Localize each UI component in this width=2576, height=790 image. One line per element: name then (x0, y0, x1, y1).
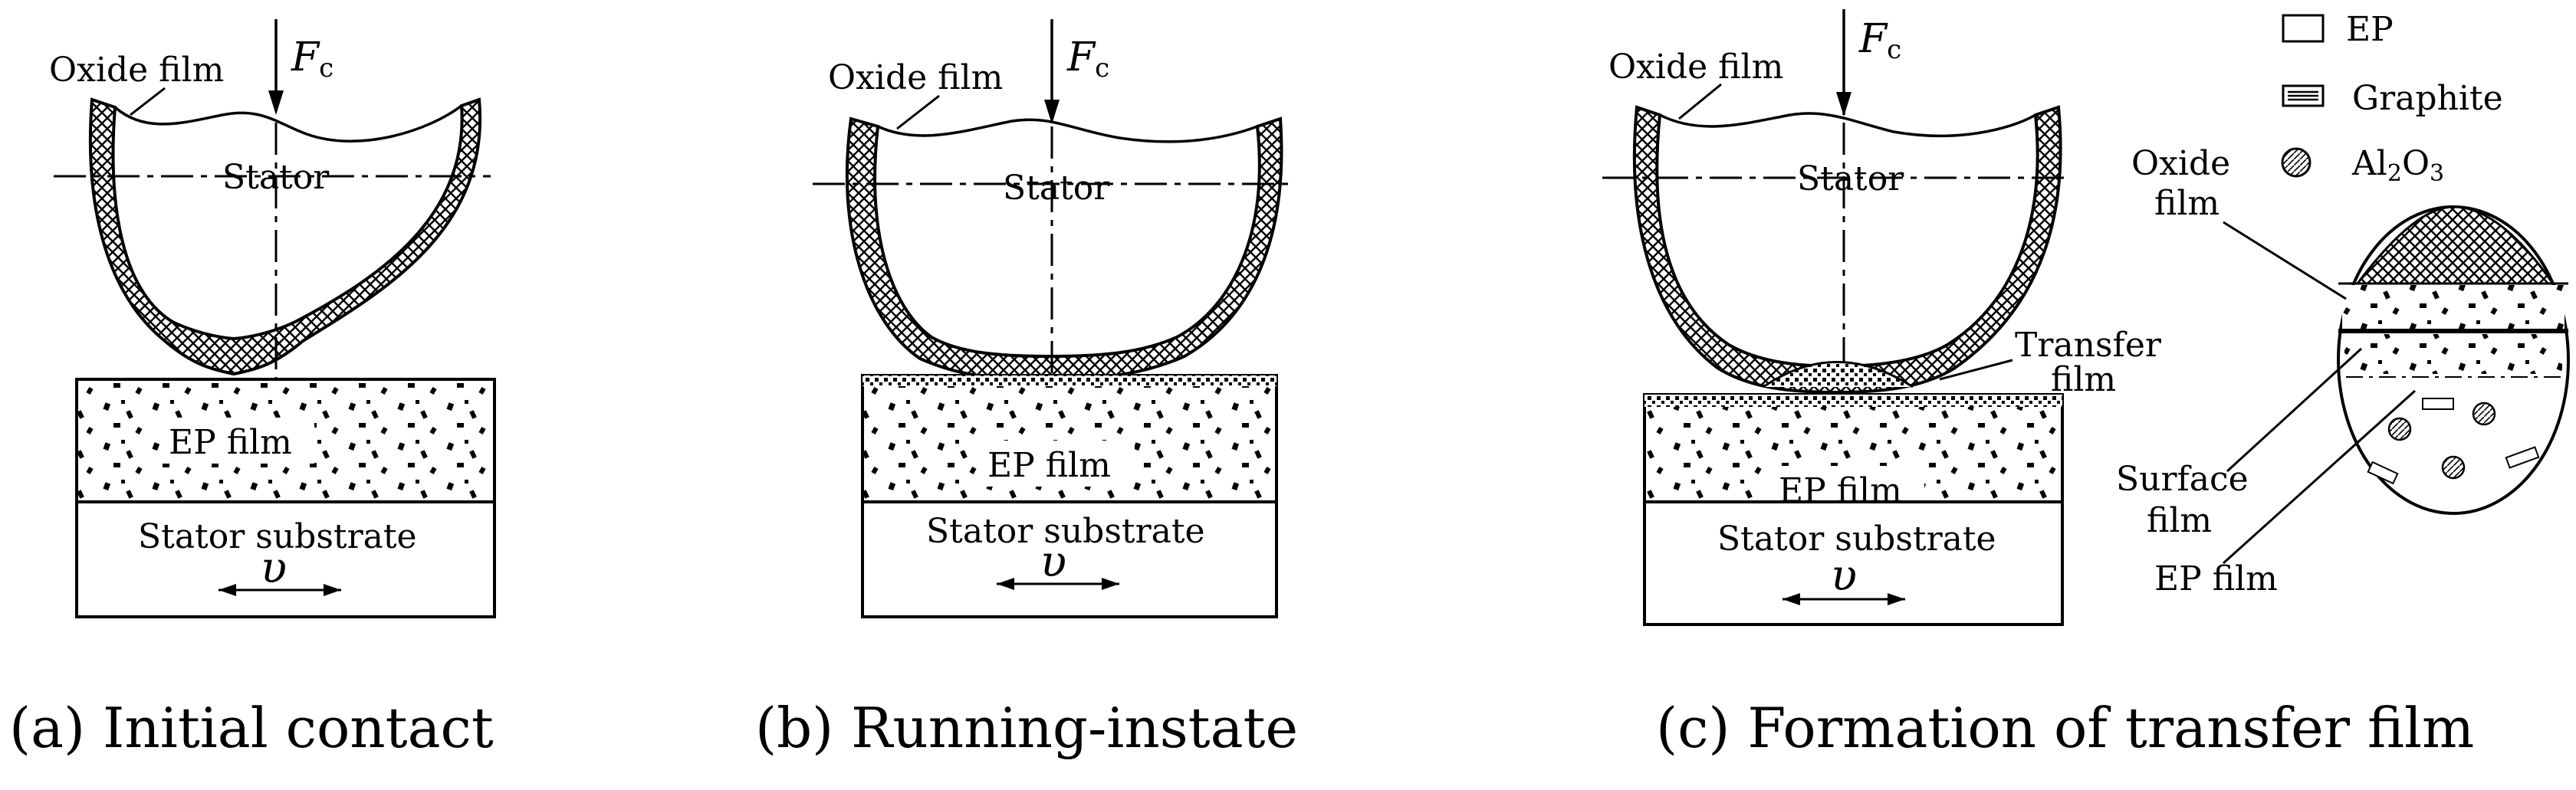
detail-oxide-label-line2: film (2154, 184, 2220, 223)
substrate-label: Stator substrate (138, 517, 417, 556)
transfer-label-line2: film (2051, 360, 2116, 399)
force-label: Fc (1066, 34, 1109, 84)
velocity-label: υ (261, 543, 287, 593)
stator-substrate (861, 500, 1278, 618)
detail-oxide-label-line1: Oxide (2131, 144, 2230, 183)
substrate-label: Stator substrate (1717, 520, 1996, 559)
transfer-film-contact (1763, 361, 1914, 388)
detail-mixed-layer (2344, 334, 2562, 374)
stator-label: Stator (222, 158, 330, 197)
force-arrowhead (1836, 92, 1852, 116)
legend: EP Graphite Al2O3 (2281, 10, 2503, 187)
substrate-label: Stator substrate (926, 512, 1205, 551)
stator-substrate (75, 500, 496, 618)
force-label: Fc (1858, 16, 1901, 65)
stator-top-edge (1659, 112, 2036, 138)
oxide-film-shell (1632, 105, 2062, 395)
stator-label: Stator (1797, 159, 1904, 198)
force-arrowhead (1044, 100, 1060, 124)
legend-label-ep: EP (2346, 10, 2394, 49)
legend-label-al2o3: Al2O3 (2351, 144, 2444, 187)
caption-b: (b) Running-instate (755, 696, 1298, 760)
panel-a: Fc Oxide film Stator EP film Stator subs… (9, 19, 496, 760)
stator-top-edge (877, 118, 1258, 143)
ep-film-label: EP film (987, 446, 1111, 485)
legend-swatch-al2o3 (2281, 147, 2312, 178)
legend-swatch-ep (2282, 14, 2325, 43)
force-arrowhead (268, 90, 284, 115)
caption-a: (a) Initial contact (9, 696, 494, 760)
detail-ellipse (2337, 205, 2570, 515)
ep-film-layer (1643, 393, 2064, 503)
ep-film-label-bg (161, 418, 314, 464)
stator-top-edge (113, 104, 463, 143)
detail-surface-leader (2226, 347, 2363, 473)
oxide-leader (130, 87, 166, 116)
transfer-label-line1: Transfer (2015, 326, 2162, 365)
stator-substrate (1643, 500, 2064, 626)
oxide-film-label: Oxide film (49, 51, 224, 90)
oxide-film-label: Oxide film (828, 58, 1003, 97)
panel-c: Fc Oxide film Stator Transfer film EP fi… (1602, 9, 2570, 760)
ep-surface-dense (1644, 395, 2062, 407)
caption-c: (c) Formation of transfer film (1656, 696, 2474, 760)
transfer-leader (1939, 359, 2013, 381)
legend-label-graphite: Graphite (2352, 79, 2503, 118)
detail-surface-label-line2: film (2147, 501, 2212, 540)
force-label: Fc (291, 34, 334, 84)
detail-ep-leader (2222, 389, 2417, 565)
detail-ep-label: EP film (2154, 559, 2278, 598)
velocity-label: υ (1831, 551, 1857, 601)
oxide-film-shell (88, 97, 482, 376)
detail-oxide-leader (2223, 221, 2347, 300)
oxide-film-label: Oxide film (1608, 48, 1783, 87)
detail-surface-label-line1: Surface (2116, 460, 2249, 499)
oxide-leader (1678, 83, 1722, 120)
ep-film-label-bg (981, 441, 1135, 487)
ep-surface-dense (863, 375, 1276, 386)
oxide-film-shell (845, 116, 1283, 382)
stator-label: Stator (1003, 169, 1110, 208)
oxide-leader (896, 94, 940, 130)
panel-b: Fc Oxide film Stator EP film Stator subs… (755, 19, 1298, 760)
ep-film-label: EP film (169, 423, 292, 462)
velocity-label: υ (1040, 537, 1066, 587)
detail-surface-layer (2342, 285, 2564, 331)
detail-oxide-layer (2354, 205, 2555, 285)
